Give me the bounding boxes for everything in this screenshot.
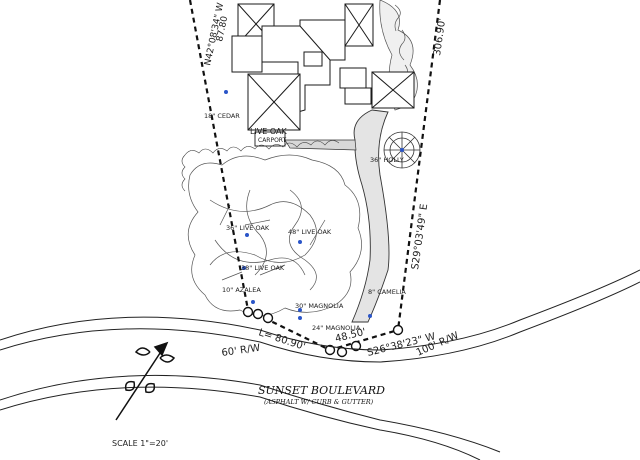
scale-label: SCALE 1"=20' <box>112 439 168 448</box>
label-magnolia-30: 30" MAGNOLIA <box>295 302 344 310</box>
label-azalea: 10" AZALEA <box>222 286 261 294</box>
bearing-east: S29°03'49" E <box>410 203 430 270</box>
road-surface: (ASPHALT W/ CURB & GUTTER) <box>264 398 374 406</box>
tree-canopy-live-oaks <box>187 154 362 316</box>
driveway <box>351 109 390 323</box>
label-magnolia-24: 24" MAGNOLIA <box>312 324 361 332</box>
row-left: 60' R/W <box>221 343 261 359</box>
label-live-oak-house: LIVE OAK <box>250 127 288 136</box>
survey-monuments <box>242 306 404 358</box>
carport <box>254 131 286 147</box>
house-footprint <box>231 3 415 131</box>
tree-points <box>224 90 404 320</box>
label-cedar: 18" CEDAR <box>204 112 240 120</box>
label-live-oak-36: 36" LIVE OAK <box>226 224 270 232</box>
label-camelia: 8" CAMELIA <box>368 288 406 296</box>
road-name: SUNSET BOULEVARD <box>258 384 385 397</box>
label-live-oak-38: 38" LIVE OAK <box>241 264 285 272</box>
label-carport: CARPORT <box>258 137 287 144</box>
hedge <box>181 140 340 192</box>
distance-east: 306.90' <box>432 18 448 57</box>
road-edges <box>0 269 640 460</box>
label-live-oak-48: 48" LIVE OAK <box>288 228 332 236</box>
north-arrow-icon <box>115 341 176 421</box>
label-holly: 36" HOLLY <box>370 156 404 164</box>
